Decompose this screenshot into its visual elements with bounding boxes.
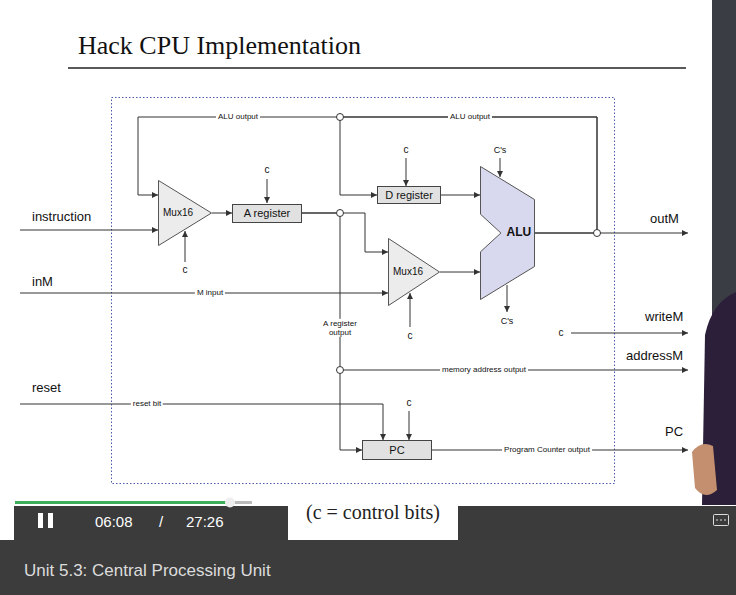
control-bar (458, 506, 736, 540)
control-bit: c (404, 144, 409, 156)
control-wire (267, 179, 268, 203)
node-label: A register (244, 207, 290, 220)
wire-label: M input (195, 288, 225, 297)
chat-icon (716, 520, 726, 521)
control-bit: c (408, 330, 413, 342)
node-label: PC (389, 444, 404, 457)
signal-name: inM (32, 275, 53, 290)
control-wire (500, 158, 501, 177)
wire-label: reset bit (131, 399, 163, 408)
control-bit: c (407, 397, 412, 409)
wire-label: A register output (316, 319, 364, 337)
control-wire (406, 158, 407, 186)
junction-dot (594, 230, 601, 237)
mux-outline (389, 239, 440, 306)
control-bit: C's (494, 145, 507, 155)
presenter-hand (692, 444, 717, 495)
node-label: D register (385, 189, 433, 202)
signal-name: outM (650, 212, 679, 227)
pause-icon (38, 513, 43, 528)
reset-wire (20, 404, 383, 440)
control-wire (185, 231, 186, 262)
lecture-title: Unit 5.3: Central Processing Unit (24, 561, 271, 581)
time-total: 27:26 (186, 513, 224, 530)
progress-played (15, 501, 228, 504)
time-separator: / (159, 513, 163, 530)
node-label: ALU (507, 226, 532, 240)
multiplexer: Mux16 (158, 180, 212, 246)
control-bit: c (183, 264, 188, 276)
node-label-group: PC (389, 444, 404, 457)
node-label-group: ALU (507, 226, 532, 240)
chat-icon (714, 515, 729, 526)
mux-outline (159, 181, 212, 246)
control-bit: C's (501, 316, 514, 326)
cpu-boundary (112, 98, 615, 484)
control-wire (409, 411, 410, 440)
time-elapsed: 06:08 (95, 513, 133, 530)
node-label-group: Mux16 (163, 207, 193, 219)
signal-name: writeM (645, 310, 683, 325)
title-rule (68, 67, 686, 69)
node-label-group: Mux16 (393, 266, 423, 278)
title-band (0, 540, 736, 595)
signal-connector (441, 195, 480, 196)
node-label-group: D register (385, 189, 433, 202)
outm-wire (597, 233, 688, 234)
signal-connector (440, 272, 480, 273)
wire-label: ALU output (448, 112, 492, 121)
control-bar (14, 506, 288, 540)
node-label-group: A register (244, 207, 290, 220)
signal-name: PC (665, 425, 683, 440)
wire-label: ALU output (216, 112, 260, 121)
control-bit: c (265, 164, 270, 176)
register-box: D register (377, 186, 441, 204)
slide-title: Hack CPU Implementation (78, 31, 361, 61)
node-label: Mux16 (393, 266, 423, 278)
alu-outline (481, 167, 535, 300)
junction-dot (337, 114, 344, 121)
program-counter: PC (362, 440, 432, 460)
signal-connector (302, 213, 388, 252)
slide-caption: (c = control bits) (306, 501, 440, 524)
instruction-wire (20, 230, 158, 231)
register-box: A register (232, 204, 302, 223)
wire-label: Program Counter output (502, 445, 592, 454)
control-bit: c (559, 327, 564, 339)
junction-dot (337, 367, 344, 374)
control-wire (410, 293, 411, 327)
signal-name: reset (32, 381, 61, 396)
node-label: Mux16 (163, 207, 193, 219)
signal-connector (212, 213, 232, 214)
progress-knob (225, 498, 235, 508)
signal-name: addressM (626, 349, 683, 364)
control-wire (507, 285, 508, 312)
alu-unit: ALU (480, 166, 535, 300)
signal-connector (340, 117, 597, 233)
multiplexer: Mux16 (388, 238, 440, 306)
writem-wire (571, 333, 688, 334)
junction-dot (337, 210, 344, 217)
slide-ground (0, 0, 736, 505)
signal-name: instruction (32, 210, 91, 225)
wire-label: memory address output (440, 365, 528, 374)
pause-icon (48, 513, 53, 528)
